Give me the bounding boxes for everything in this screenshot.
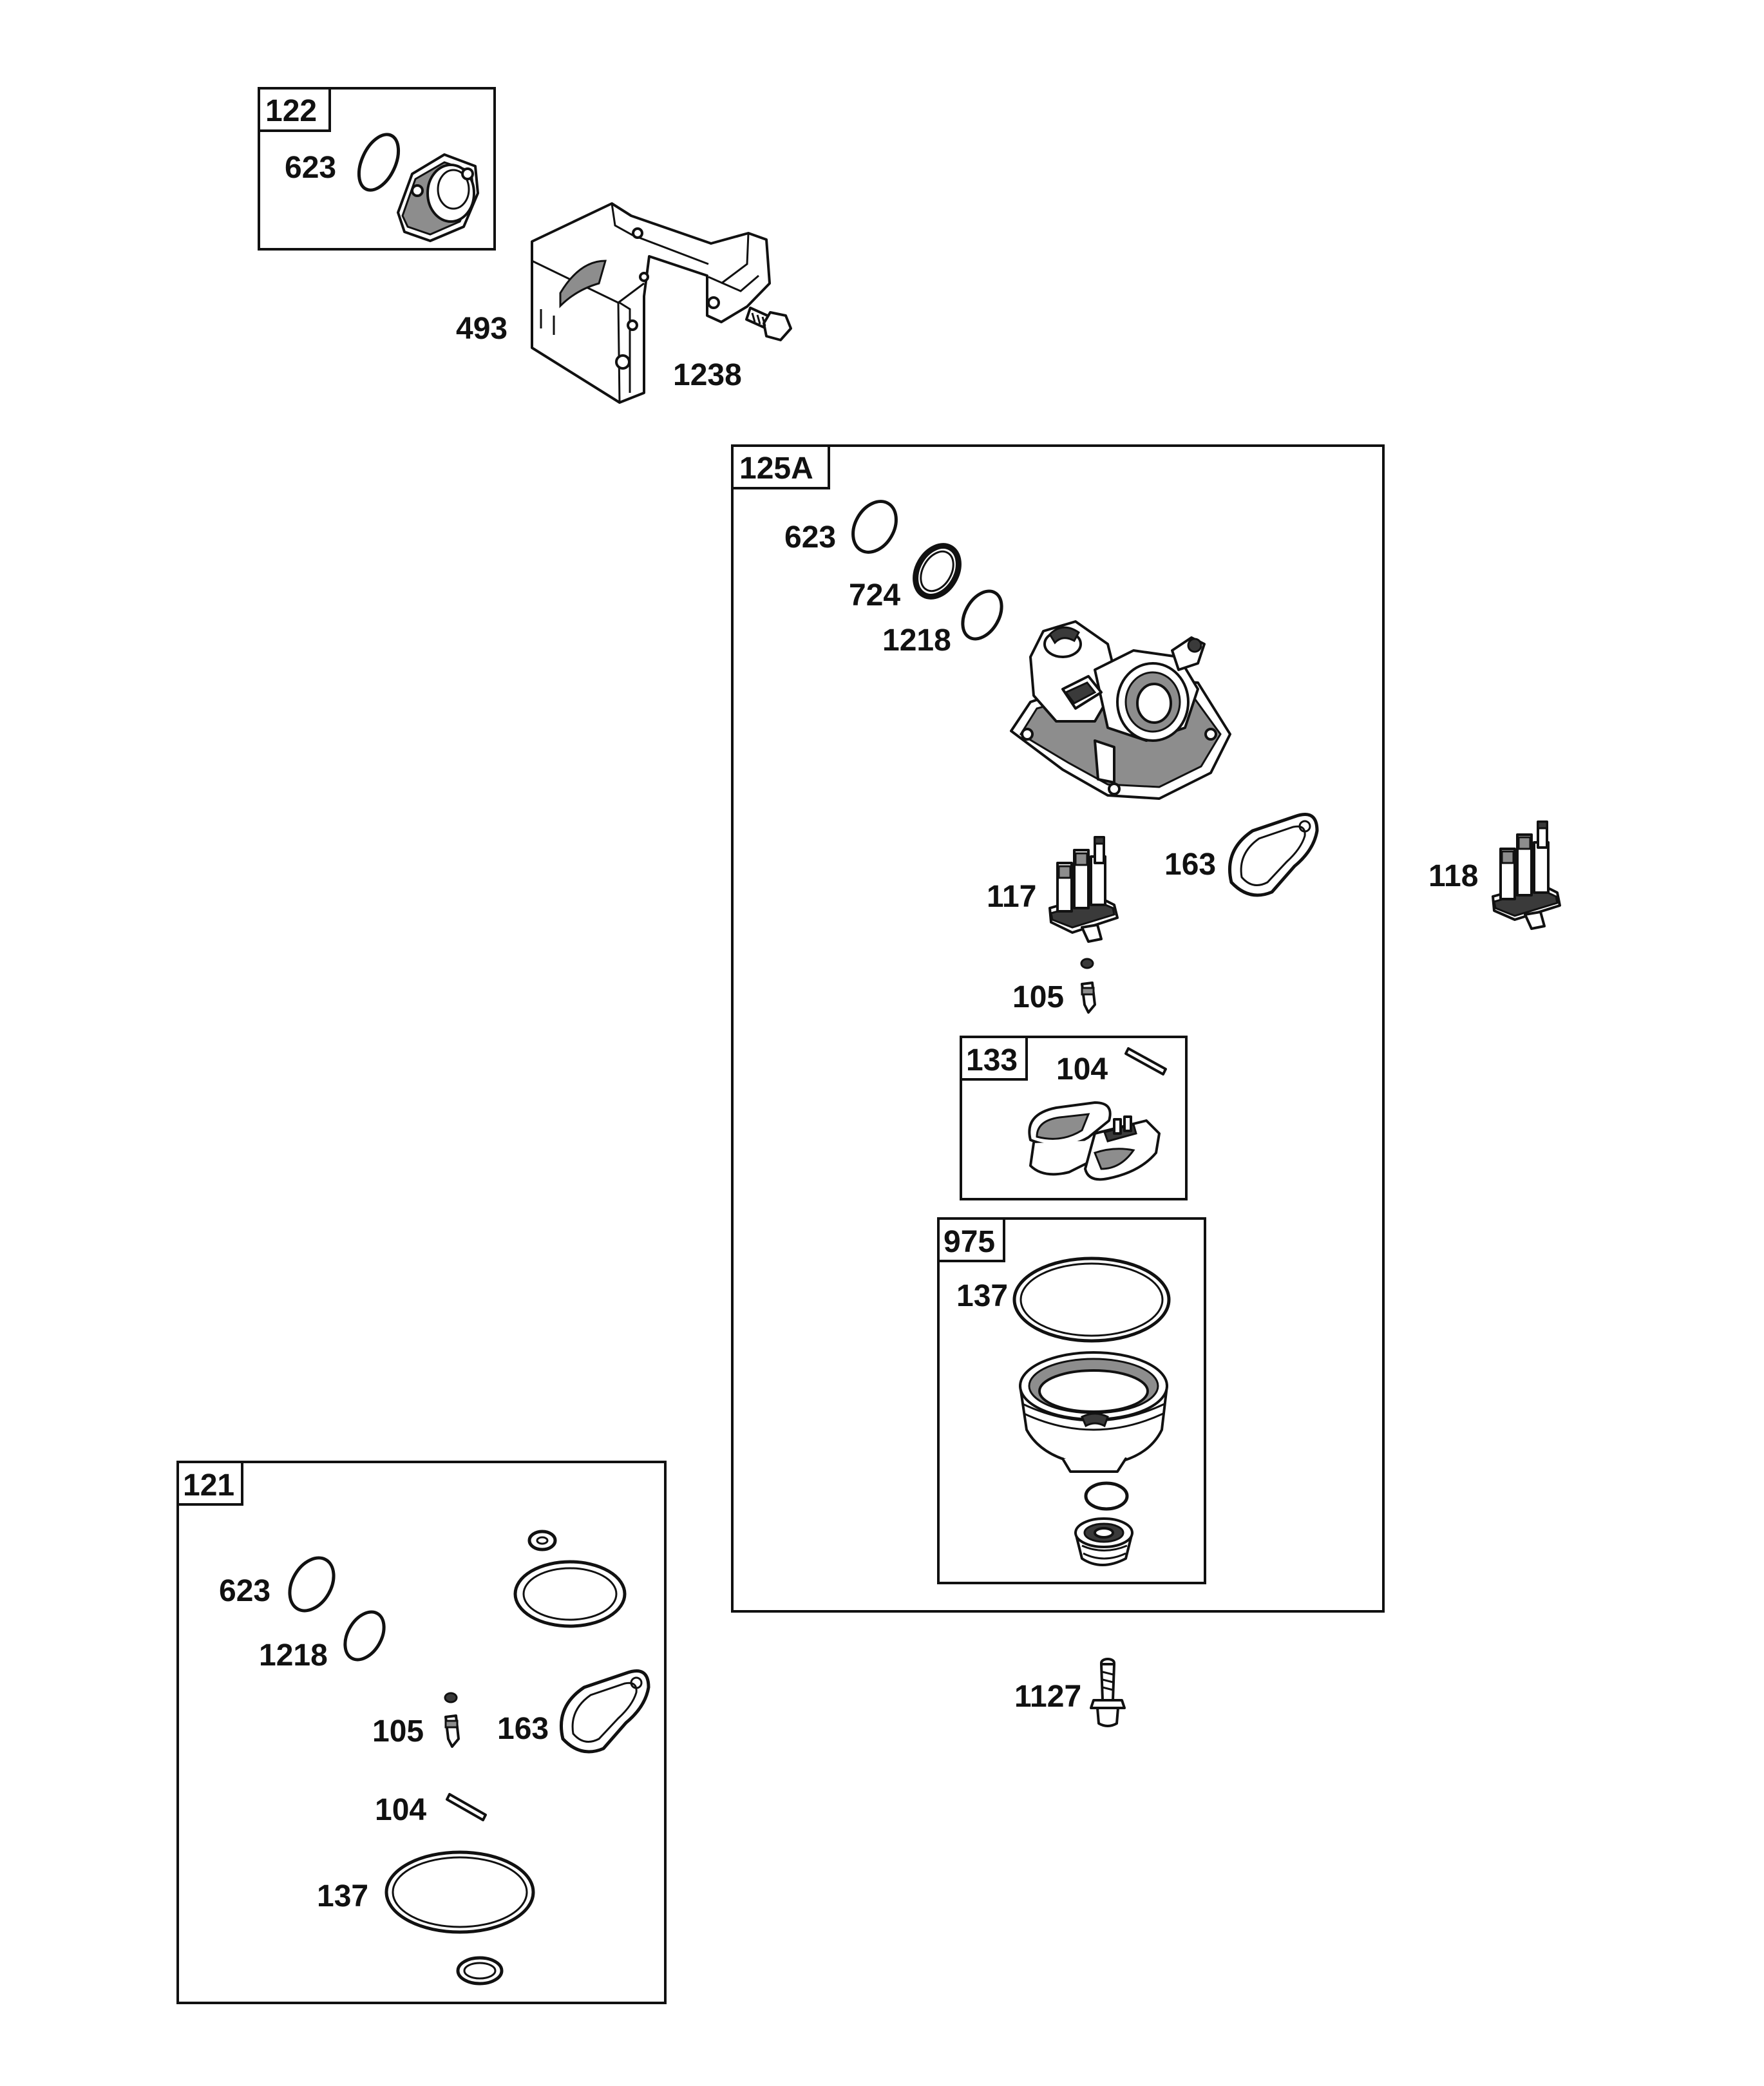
kit-122-frame bbox=[258, 87, 496, 251]
label-724: 724 bbox=[849, 578, 900, 612]
gasket-ring-kit-121-inner bbox=[522, 1567, 618, 1621]
label-623-kit-121: 623 bbox=[219, 1574, 270, 1608]
label-118: 118 bbox=[1428, 859, 1478, 893]
label-1218-kit-121: 1218 bbox=[259, 1638, 328, 1673]
float-part bbox=[1028, 1101, 1161, 1181]
pin-104-kit-121 bbox=[446, 1793, 487, 1821]
kit-121-tag-box bbox=[176, 1461, 243, 1506]
kit-122-group: 122 623 bbox=[258, 87, 496, 251]
gasket-724 bbox=[913, 543, 962, 600]
kit-125a-tag: 125A bbox=[739, 451, 813, 486]
intake-elbow-part bbox=[397, 153, 479, 242]
label-163-kit-121: 163 bbox=[497, 1712, 549, 1746]
o-ring-1218-kit-121 bbox=[343, 1610, 386, 1662]
kit-121-tag: 121 bbox=[183, 1468, 234, 1503]
label-137-kit-975: 137 bbox=[956, 1279, 1008, 1313]
o-ring-623-kit-125a bbox=[851, 500, 898, 554]
bracket-493-part bbox=[531, 202, 771, 404]
label-1127: 1127 bbox=[1014, 1680, 1081, 1714]
needle-105-kit-125a bbox=[1080, 958, 1096, 1014]
label-104-kit-133: 104 bbox=[1056, 1052, 1108, 1086]
kit-122-tag: 122 bbox=[265, 94, 317, 128]
washer-kit-121-top bbox=[527, 1530, 557, 1551]
screw-1127-part bbox=[1090, 1658, 1126, 1727]
label-163-kit-125a: 163 bbox=[1164, 848, 1216, 882]
needle-105-kit-121 bbox=[444, 1692, 460, 1748]
label-1238: 1238 bbox=[673, 358, 742, 392]
o-ring-137-kit-121 bbox=[384, 1850, 535, 1934]
kit-122-tag-box bbox=[258, 87, 331, 132]
kit-975-group: 975 137 bbox=[937, 1217, 1206, 1584]
label-623-kit-122: 623 bbox=[285, 151, 336, 185]
gasket-163-kit-125a bbox=[1228, 813, 1319, 897]
o-ring-137-kit-975-inner bbox=[1020, 1262, 1164, 1337]
label-623-kit-125a: 623 bbox=[784, 520, 836, 555]
kit-975-frame bbox=[937, 1217, 1206, 1584]
carburetor-body-part bbox=[1010, 620, 1231, 800]
kit-121-group: 121 623 1218 105 163 104 137 bbox=[176, 1461, 667, 2004]
kit-133-tag-box bbox=[960, 1036, 1028, 1081]
kit-133-group: 133 104 bbox=[960, 1036, 1188, 1200]
o-ring-137-kit-975 bbox=[1012, 1256, 1171, 1343]
kit-125a-frame bbox=[731, 444, 1385, 1613]
o-ring-623-kit-122 bbox=[357, 133, 401, 192]
washer-kit-121-bottom bbox=[456, 1956, 504, 1986]
o-ring-623-kit-121 bbox=[288, 1556, 336, 1613]
kit-125a-tag-box bbox=[731, 444, 830, 489]
label-117: 117 bbox=[987, 880, 1036, 914]
kit-975-tag-box bbox=[937, 1217, 1005, 1262]
kit-133-tag: 133 bbox=[966, 1043, 1018, 1077]
gasket-163-kit-121 bbox=[559, 1669, 650, 1754]
label-105-kit-125a: 105 bbox=[1012, 980, 1064, 1014]
gasket-724-inner bbox=[920, 550, 954, 593]
part-117 bbox=[1048, 836, 1119, 943]
label-105-kit-121: 105 bbox=[372, 1714, 424, 1749]
label-1218-kit-125a: 1218 bbox=[882, 623, 951, 658]
o-ring-1218-kit-125a bbox=[961, 589, 1003, 641]
label-493: 493 bbox=[456, 312, 507, 346]
kit-975-tag: 975 bbox=[944, 1225, 995, 1259]
kit-125a-group: 125A 623 724 1218 bbox=[731, 444, 1385, 1613]
washer-kit-121-top-inner bbox=[536, 1536, 549, 1545]
part-118 bbox=[1492, 820, 1561, 930]
o-ring-137-kit-121-inner bbox=[392, 1856, 528, 1928]
label-104-kit-121: 104 bbox=[375, 1793, 426, 1827]
kit-121-frame bbox=[176, 1461, 667, 2004]
screw-1238-part bbox=[745, 307, 792, 341]
gasket-ring-kit-121 bbox=[513, 1560, 627, 1628]
washer-kit-121-bottom-inner bbox=[463, 1962, 497, 1980]
fuel-bowl-part bbox=[1019, 1351, 1168, 1473]
bowl-washer-part bbox=[1084, 1481, 1129, 1511]
kit-133-frame bbox=[960, 1036, 1188, 1200]
bowl-nut-part bbox=[1074, 1517, 1133, 1566]
label-137-kit-121: 137 bbox=[317, 1879, 368, 1913]
pin-104-kit-133 bbox=[1124, 1047, 1167, 1076]
